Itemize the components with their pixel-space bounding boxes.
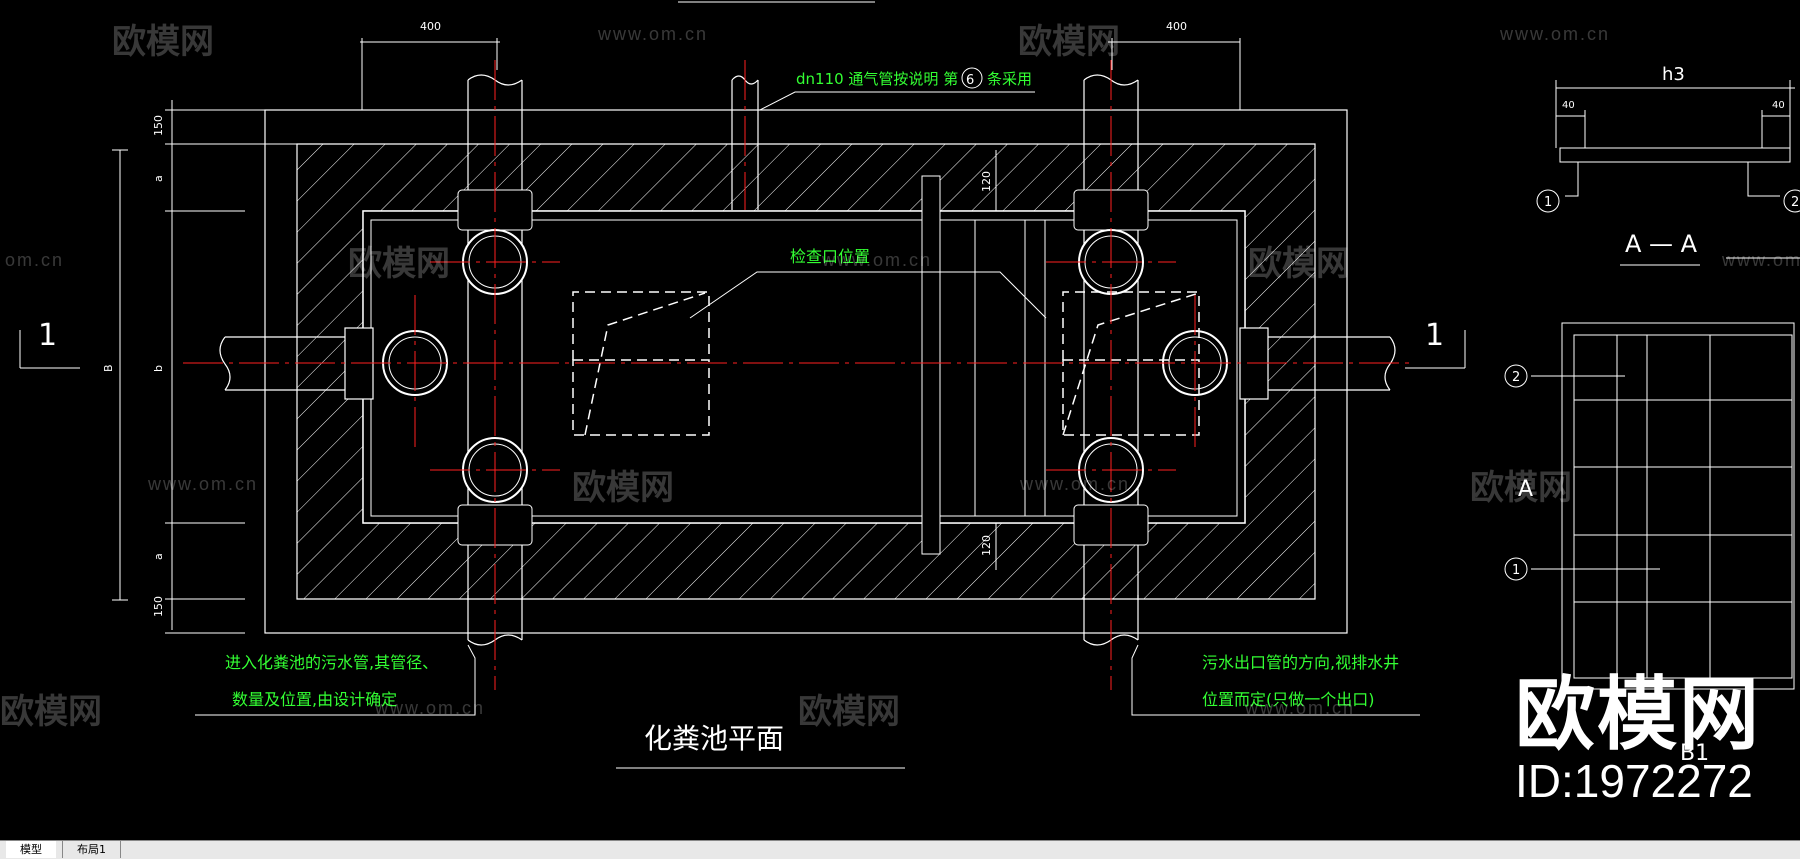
watermark-url: www.om.cn	[1722, 250, 1800, 270]
label-B1: B1	[1680, 741, 1709, 766]
dim-a-bottom: a	[152, 553, 165, 560]
watermark-logo: 欧模网	[798, 693, 900, 731]
callout-2a: 2	[1791, 195, 1799, 210]
detail-40-left: 40	[1562, 100, 1575, 111]
brand-name: 欧模网	[1515, 670, 1761, 759]
watermark-logo: 欧模网	[1018, 23, 1120, 61]
partition-wall	[921, 175, 941, 555]
watermark-url: www.om.cn	[375, 698, 486, 718]
watermark-logo: 欧模网	[348, 245, 450, 283]
inlet-note-2: 数量及位置,由设计确定	[232, 690, 397, 709]
dim-120-bottom: 120	[980, 535, 993, 556]
callout-1a: 1	[1544, 195, 1552, 210]
dim-400-right: 400	[1166, 20, 1187, 33]
cad-drawing-area[interactable]: 400 400 150 a B b a 150 120 120 1 1 dn11…	[0, 0, 1800, 840]
watermark-url: om.cn	[5, 250, 65, 270]
watermark-url: www.om.cn	[822, 250, 933, 270]
watermark-logo: 欧模网	[572, 469, 674, 507]
callout-1b: 1	[1512, 563, 1520, 578]
watermark-url: www.om.cn	[148, 474, 259, 494]
outlet-note-1: 污水出口管的方向,视排水井	[1202, 653, 1399, 672]
dim-120-top: 120	[980, 171, 993, 192]
label-A: A	[1518, 477, 1533, 502]
watermark-logo: 欧模网	[0, 693, 102, 731]
dim-B: B	[102, 364, 115, 372]
layout-tab-bar: 模型 布局1	[0, 840, 1800, 859]
dim-150-bottom: 150	[152, 596, 165, 617]
section-mark-left: 1	[38, 318, 57, 353]
dim-a-top: a	[152, 175, 165, 182]
plan-title: 化粪池平面	[644, 722, 784, 755]
dim-150-top: 150	[152, 115, 165, 136]
brand-stamp: 欧模网 ID:1972272	[1515, 670, 1761, 808]
tab-model[interactable]: 模型	[6, 841, 56, 858]
watermark-logo: 欧模网	[1470, 469, 1572, 507]
section-mark-right: 1	[1425, 318, 1444, 353]
callout-2b: 2	[1512, 370, 1520, 385]
dim-400-left: 400	[420, 20, 441, 33]
detail-h3: h3	[1662, 64, 1685, 85]
watermark-url: www.om.cn	[598, 24, 709, 44]
section-aa-label: A — A	[1625, 230, 1698, 258]
watermark-url: www.om.cn	[1245, 698, 1356, 718]
watermark-url: www.om.cn	[1020, 474, 1131, 494]
tank-outer-outline	[264, 109, 1348, 634]
vent-note: dn110 通气管按说明 第	[796, 70, 958, 88]
tab-layout1[interactable]: 布局1	[62, 841, 121, 858]
inspect-label: 检查口位置	[790, 247, 870, 266]
brand-id: ID:1972272	[1515, 755, 1753, 807]
inlet-note-1: 进入化粪池的污水管,其管径、	[225, 653, 438, 672]
watermark-url: www.om.cn	[1500, 24, 1611, 44]
outlet-note-2: 位置而定(只做一个出口)	[1202, 690, 1375, 709]
vent-note-post: 条采用	[987, 70, 1032, 88]
vent-note-num: 6	[966, 73, 974, 88]
inspection-openings	[572, 291, 1200, 436]
watermark-logo: 欧模网	[112, 23, 214, 61]
detail-40-right: 40	[1772, 100, 1785, 111]
watermark-logo: 欧模网	[1248, 245, 1350, 283]
centerlines	[183, 60, 1410, 690]
dim-b: b	[152, 365, 165, 372]
detail-section-aa	[1504, 80, 1800, 690]
